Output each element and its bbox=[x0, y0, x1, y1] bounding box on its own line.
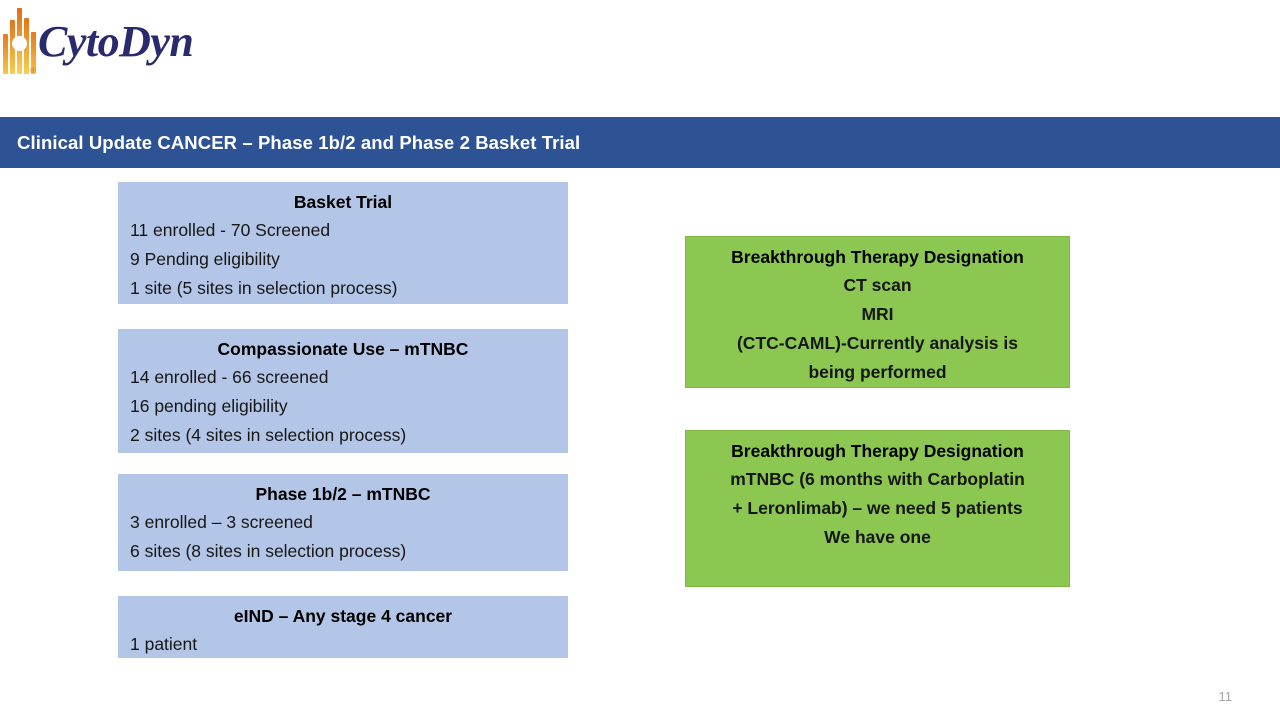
box-line: 3 enrolled – 3 screened bbox=[130, 512, 313, 532]
logo-bar-1 bbox=[3, 34, 8, 74]
page-number: 11 bbox=[1218, 689, 1233, 704]
box-title: Breakthrough Therapy Designation bbox=[731, 247, 1024, 267]
info-box-compassionate-use: Compassionate Use – mTNBC 14 enrolled - … bbox=[118, 329, 568, 453]
logo-bar-5 bbox=[31, 32, 36, 74]
box-line: 9 Pending eligibility bbox=[130, 249, 280, 269]
info-box-breakthrough-therapy-mtnbc: Breakthrough Therapy Designation mTNBC (… bbox=[685, 430, 1070, 587]
box-title: Phase 1b/2 – mTNBC bbox=[255, 484, 431, 504]
box-line: (CTC-CAML)-Currently analysis is bbox=[736, 333, 1018, 353]
box-line: MRI bbox=[861, 304, 894, 324]
info-box-phase-1b-2: Phase 1b/2 – mTNBC 3 enrolled – 3 screen… bbox=[118, 474, 568, 571]
box-line: 16 pending eligibility bbox=[130, 396, 288, 416]
registered-trademark-symbol: ® bbox=[30, 66, 36, 75]
box-line: being performed bbox=[808, 362, 947, 382]
box-title: eIND – Any stage 4 cancer bbox=[233, 606, 453, 626]
info-box-basket-trial: Basket Trial 11 enrolled - 70 Screened 9… bbox=[118, 182, 568, 304]
box-line: We have one bbox=[824, 527, 931, 547]
box-line: CT scan bbox=[843, 275, 912, 295]
slide-title: Clinical Update CANCER – Phase 1b/2 and … bbox=[17, 132, 581, 153]
cytodyn-logo-mark-icon bbox=[2, 8, 38, 74]
slide-header-band: Clinical Update CANCER – Phase 1b/2 and … bbox=[0, 117, 1280, 168]
logo-wordmark: CytoDyn bbox=[38, 17, 194, 66]
box-line: 1 site (5 sites in selection process) bbox=[130, 278, 398, 298]
box-line: 6 sites (8 sites in selection process) bbox=[130, 541, 407, 561]
box-line: + Leronlimab) – we need 5 patients bbox=[732, 498, 1023, 518]
box-title: Compassionate Use – mTNBC bbox=[217, 339, 469, 359]
info-box-eind: eIND – Any stage 4 cancer 1 patient bbox=[118, 596, 568, 658]
box-title: Breakthrough Therapy Designation bbox=[731, 441, 1024, 461]
box-title: Basket Trial bbox=[293, 192, 393, 212]
box-line: 2 sites (4 sites in selection process) bbox=[130, 425, 407, 445]
box-line: mTNBC (6 months with Carboplatin bbox=[730, 469, 1025, 489]
box-line: 1 patient bbox=[130, 634, 198, 654]
logo-circle-icon bbox=[12, 36, 27, 51]
box-line: 14 enrolled - 66 screened bbox=[130, 367, 329, 387]
company-logo: CytoDyn ® bbox=[0, 0, 260, 95]
box-line: 11 enrolled - 70 Screened bbox=[130, 220, 331, 240]
info-box-breakthrough-therapy-imaging: Breakthrough Therapy Designation CT scan… bbox=[685, 236, 1070, 388]
